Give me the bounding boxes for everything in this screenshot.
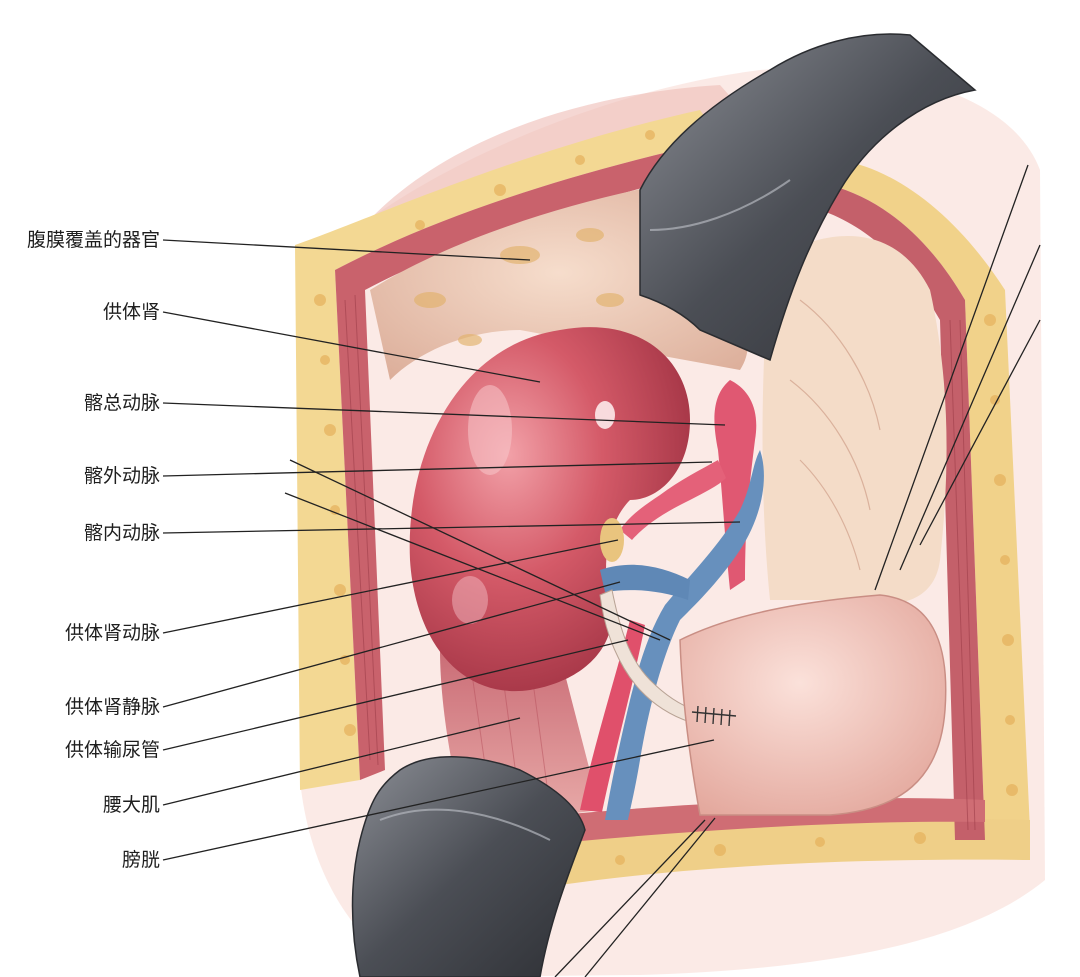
suture-marks (691, 705, 737, 727)
bladder-shape (679, 594, 947, 816)
muscle-layer (335, 140, 985, 842)
renal-artery-shape (620, 460, 726, 540)
leader-donor-kidney (162, 311, 541, 383)
retractor-top (639, 33, 977, 362)
label-bladder: 膀胱 (121, 849, 160, 871)
label-donor-renal-artery: 供体肾动脉 (64, 622, 160, 644)
label-external-iliac-artery: 髂外动脉 (83, 465, 160, 487)
leader-donor-ureter (162, 639, 629, 751)
leader-external-iliac-artery (162, 461, 713, 477)
label-donor-kidney: 供体肾 (102, 301, 160, 323)
peritoneum-right (762, 236, 947, 604)
leader-common-iliac-artery (162, 402, 726, 426)
renal-vein-shape (600, 564, 690, 600)
iliac-vein-shape (605, 450, 764, 820)
label-psoas-major: 腰大肌 (102, 794, 160, 816)
leader-internal-iliac-artery (162, 521, 741, 534)
label-donor-renal-vein: 供体肾静脉 (64, 696, 160, 718)
label-donor-ureter: 供体输尿管 (64, 739, 160, 761)
leader-lines (162, 164, 1041, 977)
label-peritoneal-organs: 腹膜覆盖的器官 (26, 229, 160, 251)
leader-psoas-major (162, 717, 521, 806)
label-common-iliac-artery: 髂总动脉 (83, 392, 160, 414)
leader-donor-renal-artery (162, 539, 619, 634)
leader-bladder (162, 739, 715, 861)
fat-layer (295, 110, 1030, 885)
leader-donor-renal-vein (162, 581, 621, 708)
leader-peritoneal-organs (162, 239, 531, 261)
label-internal-iliac-artery: 髂内动脉 (83, 522, 160, 544)
